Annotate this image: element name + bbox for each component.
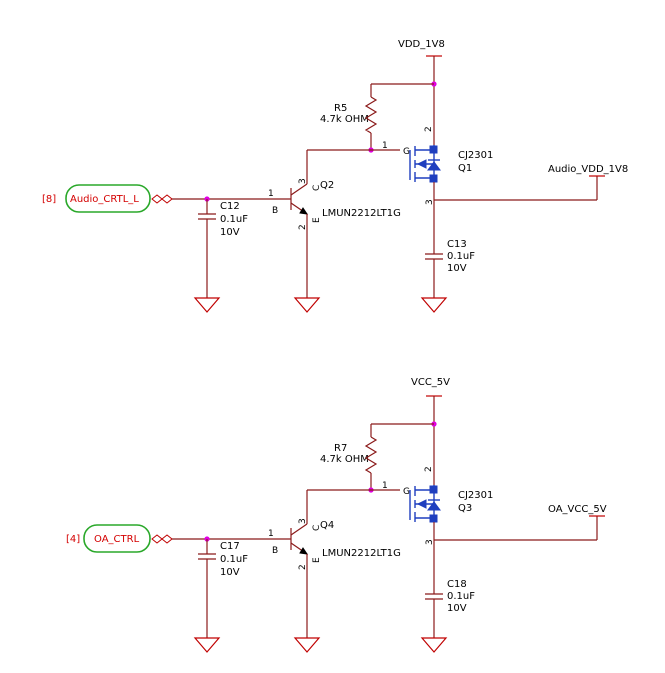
ground-symbol: [420, 297, 448, 313]
cap-in-value: 0.1uF: [220, 214, 248, 225]
resistor-value: 4.7k OHM: [320, 454, 369, 465]
pin-gate-label: G: [403, 487, 410, 497]
mosfet-ref: Q3: [458, 503, 472, 514]
resistor-r5: [364, 96, 378, 134]
bjt-collector-leg: [290, 523, 308, 536]
bjt-arrow: [299, 207, 309, 215]
mosfet-pad: [429, 514, 438, 523]
bjt-ref: Q2: [320, 180, 334, 191]
pin-base-label: B: [272, 206, 278, 216]
mosfet-ref: Q1: [458, 163, 472, 174]
bjt-part: LMUN2212LT1G: [322, 208, 401, 219]
pin-number: 2: [298, 224, 308, 230]
sheet-ref: [8]: [42, 194, 56, 205]
bjt-q4: 1 B 3 C 2 E Q4 LMUN2212LT1G: [268, 518, 401, 638]
pin-collector-label: C: [312, 525, 322, 531]
mosfet-diode: [427, 501, 441, 511]
mosfet-diode: [427, 161, 441, 171]
bjt-ref: Q4: [320, 520, 334, 531]
port-label: OA_CTRL: [94, 534, 140, 545]
mosfet-arrow: [416, 159, 427, 169]
mosfet-pad: [429, 145, 438, 154]
port-diamond: [151, 534, 163, 544]
circuit-2: VCC_5V R7 4.7k OHM 1 G: [66, 377, 607, 653]
pin-number: 1: [382, 141, 388, 151]
pin-emitter-label: E: [312, 557, 322, 563]
pin-number: 1: [268, 189, 274, 199]
resistor-ref: R7: [334, 443, 347, 454]
mosfet-q1: G 2 3 CJ2301 Q1: [403, 126, 493, 205]
ground-symbol: [293, 297, 321, 313]
sheet-ref: [4]: [66, 534, 80, 545]
ground-symbol: [193, 637, 221, 653]
bjt-part: LMUN2212LT1G: [322, 548, 401, 559]
output-label: Audio_VDD_1V8: [548, 164, 628, 175]
mosfet-arrow: [416, 499, 427, 509]
pin-number: 2: [424, 466, 434, 472]
bjt-collector-leg: [290, 183, 308, 196]
pin-number: 1: [268, 529, 274, 539]
cap-out-voltage: 10V: [447, 263, 467, 274]
pin-number: 2: [424, 126, 434, 132]
cap-in-voltage: 10V: [220, 227, 240, 238]
cap-out-value: 0.1uF: [447, 591, 475, 602]
pin-number: 3: [298, 178, 308, 184]
bjt-q2: 1 B 3 C 2 E Q2 LMUN2212LT1G: [268, 178, 401, 298]
port-diamond: [161, 534, 173, 544]
supply-label: VCC_5V: [411, 377, 450, 388]
resistor-ref: R5: [334, 103, 347, 114]
pin-gate-label: G: [403, 147, 410, 157]
pin-number: 1: [382, 481, 388, 491]
port-label: Audio_CRTL_L: [70, 194, 139, 205]
pin-base-label: B: [272, 546, 278, 556]
port-oa-ctrl[interactable]: [83, 524, 151, 553]
cap-in-value: 0.1uF: [220, 554, 248, 565]
mosfet-pad: [429, 485, 438, 494]
cap-out-ref: C13: [447, 239, 467, 250]
mosfet-part: CJ2301: [458, 490, 493, 501]
mosfet-q3: G 2 3 CJ2301 Q3: [403, 466, 493, 545]
ground-symbol: [293, 637, 321, 653]
resistor-value: 4.7k OHM: [320, 114, 369, 125]
cap-out-value: 0.1uF: [447, 251, 475, 262]
port-diamond: [161, 194, 173, 204]
port-diamond: [151, 194, 163, 204]
pin-number: 3: [425, 199, 435, 205]
circuit-1: VDD_1V8 R5 4.7k OHM 1 G: [42, 39, 628, 313]
bjt-arrow: [299, 547, 309, 555]
cap-in-ref: C17: [220, 541, 240, 552]
output-label: OA_VCC_5V: [548, 504, 607, 515]
pin-number: 2: [298, 564, 308, 570]
supply-label: VDD_1V8: [398, 39, 445, 50]
pin-number: 3: [298, 518, 308, 524]
mosfet-pad: [429, 174, 438, 183]
pin-collector-label: C: [312, 185, 322, 191]
port-audio-crtl-l[interactable]: [65, 184, 151, 213]
resistor-r7: [364, 436, 378, 474]
cap-in-ref: C12: [220, 201, 240, 212]
mosfet-part: CJ2301: [458, 150, 493, 161]
ground-symbol: [420, 637, 448, 653]
cap-out-ref: C18: [447, 579, 467, 590]
pin-number: 3: [425, 539, 435, 545]
cap-out-voltage: 10V: [447, 603, 467, 614]
cap-in-voltage: 10V: [220, 567, 240, 578]
pin-emitter-label: E: [312, 217, 322, 223]
ground-symbol: [193, 297, 221, 313]
